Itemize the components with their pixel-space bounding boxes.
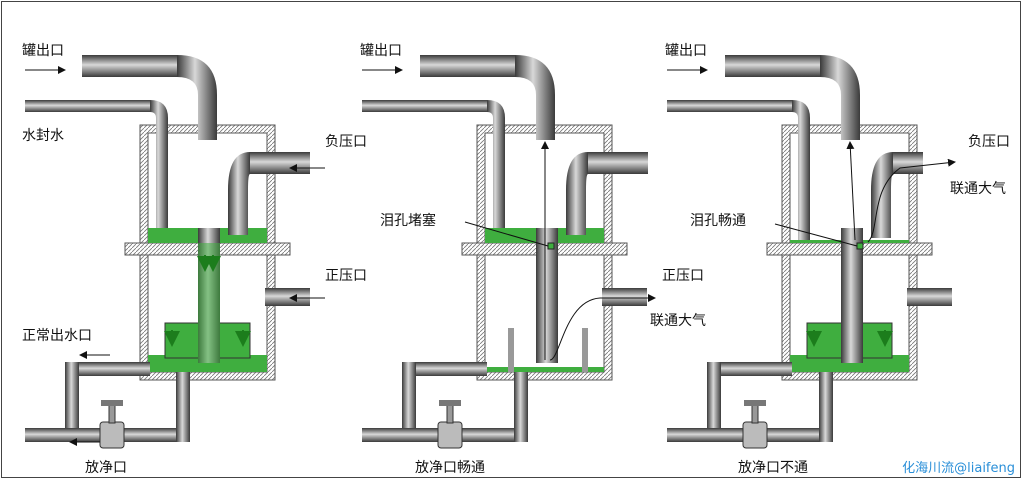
label-vent: 联通大气	[950, 181, 1006, 197]
panel-normal: 罐出口 水封水 负压口 正压口 正常出水口 放净口	[22, 43, 367, 476]
normal-outlet-pipe	[65, 362, 150, 376]
panel-drain-blocked: 罐出口 泪孔畅通 负压口 联通大气 放净口不通	[665, 43, 1010, 476]
label-normal-outlet: 正常出水口	[22, 328, 92, 344]
water-seal-pipe	[25, 100, 150, 112]
tank-outlet-bend	[177, 55, 217, 140]
label-drain-blocked: 放净口不通	[738, 460, 808, 476]
lower-water	[148, 355, 267, 372]
label-negative-pressure: 负压口	[325, 134, 367, 150]
label-tank-outlet: 罐出口	[360, 43, 402, 59]
label-drain: 放净口	[85, 460, 127, 476]
positive-pipe	[265, 288, 310, 306]
label-negative-pressure: 负压口	[968, 134, 1010, 150]
negative-pipe-bend	[228, 152, 250, 235]
label-tank-outlet: 罐出口	[665, 43, 707, 59]
weep-hole	[856, 242, 864, 250]
label-positive-pressure: 正压口	[662, 268, 704, 284]
weep-hole	[547, 242, 555, 250]
label-positive-pressure: 正压口	[325, 268, 367, 284]
label-weep-hole-clear: 泪孔畅通	[690, 213, 746, 229]
label-vent: 联通大气	[650, 313, 706, 329]
drain-valve-icon	[99, 400, 125, 449]
tank-outlet-pipe	[82, 55, 177, 77]
drain-valve-icon	[437, 400, 463, 449]
negative-pipe	[250, 152, 310, 174]
watermark: 化海川流@liaifeng	[902, 461, 1015, 476]
panel-hole-blocked: 罐出口 泪孔堵塞 正压口 联通大气 放净口畅通	[360, 43, 706, 476]
drain-valve-icon	[742, 400, 768, 449]
label-drain-clear: 放净口畅通	[415, 460, 485, 476]
label-tank-outlet: 罐出口	[22, 43, 64, 59]
label-weep-hole-blocked: 泪孔堵塞	[380, 212, 436, 229]
water-seal-pipe-bend	[150, 100, 168, 228]
label-water-seal: 水封水	[22, 128, 64, 144]
